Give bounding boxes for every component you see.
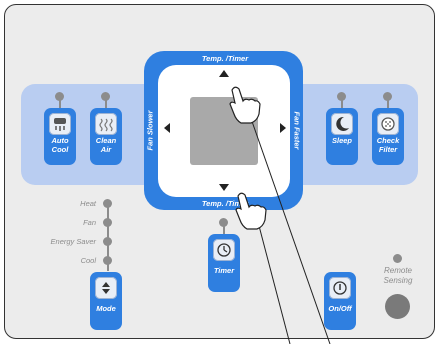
temp-down-button[interactable] (219, 184, 229, 191)
power-icon (329, 277, 351, 299)
auto-cool-stem (59, 100, 61, 108)
check-filter-label: Check Filter (376, 136, 400, 154)
mode-label: Mode (96, 304, 116, 313)
remote-sensing-label: Remote Sensing (383, 266, 413, 285)
sleep-led (337, 92, 346, 101)
timer-stem (223, 226, 225, 234)
onoff-label: On/Off (328, 304, 352, 313)
leader-line-lower (257, 221, 291, 344)
auto-cool-label: Auto Cool (51, 136, 69, 154)
sleep-button[interactable]: Sleep (326, 108, 358, 165)
up-down-icon (95, 277, 117, 299)
auto-cool-led (55, 92, 64, 101)
timer-button[interactable]: Timer (208, 234, 240, 292)
temp-timer-bottom-label: Temp. /Timer (201, 199, 249, 208)
clean-air-stem (105, 100, 107, 108)
mode-option-cool: Cool (80, 256, 96, 265)
remote-sensing-led (393, 254, 402, 263)
clean-air-label: Clean Air (95, 136, 117, 154)
moon-icon (331, 113, 353, 135)
fan-slower-button[interactable] (164, 123, 170, 133)
timer-label: Timer (213, 266, 235, 275)
clean-air-led (101, 92, 110, 101)
temp-timer-top-label: Temp. /Timer (201, 54, 249, 63)
onoff-button[interactable]: On/Off (324, 272, 356, 330)
check-filter-stem (387, 100, 389, 108)
air-waves-icon (95, 113, 117, 135)
leader-line-upper (247, 109, 331, 344)
filter-icon (377, 113, 399, 135)
clean-air-button[interactable]: Clean Air (90, 108, 122, 165)
mode-button[interactable]: Mode (90, 272, 122, 330)
mode-option-energy-saver: Energy Saver (50, 237, 96, 246)
check-filter-button[interactable]: Check Filter (372, 108, 404, 165)
mode-option-heat: Heat (80, 199, 96, 208)
remote-sensor (385, 294, 410, 319)
mode-option-fan: Fan (83, 218, 96, 227)
hand-pointer-icon (235, 192, 267, 230)
fan-snow-icon (49, 113, 71, 135)
clock-icon (213, 239, 235, 261)
mode-stem (107, 207, 109, 271)
sleep-stem (341, 100, 343, 108)
heat-led (103, 199, 112, 208)
auto-cool-button[interactable]: Auto Cool (44, 108, 76, 165)
temp-up-button[interactable] (219, 70, 229, 77)
fan-faster-button[interactable] (280, 123, 286, 133)
check-filter-led (383, 92, 392, 101)
timer-led (219, 218, 228, 227)
sleep-label: Sleep (331, 136, 352, 145)
hand-pointer-icon (229, 86, 261, 124)
